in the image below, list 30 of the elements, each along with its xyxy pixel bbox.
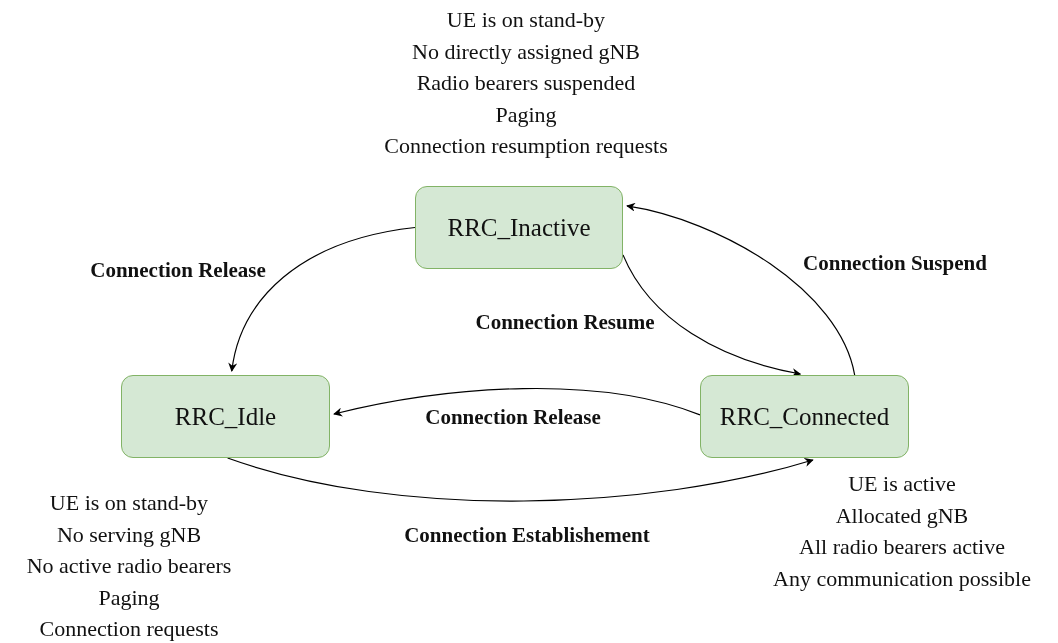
state-name: RRC_Inactive [447,213,591,242]
state-note: No serving gNB [56,520,202,549]
state-note: UE is on stand-by [446,6,606,34]
state-note: Allocated gNB [835,501,969,530]
state-box [121,375,330,458]
edge-label: Connection Resume [475,309,655,335]
state-box [700,375,909,458]
state-note: Connection resumption requests [384,132,668,160]
edge-label: Connection Release [425,404,601,430]
state-note: UE is on stand-by [49,489,209,517]
state-note: Radio bearers suspended [416,69,636,97]
state-note: Paging [98,583,160,612]
state-note: No active radio bearers [26,552,232,580]
edge-label: Connection Suspend [803,250,987,276]
state-name: RRC_Idle [174,402,277,431]
edge-label: Connection Release [90,257,266,283]
state-note: UE is active [848,470,956,498]
state-box [415,186,623,269]
edge-label: Connection Establishement [404,522,650,548]
state-name: RRC_Connected [719,402,890,431]
state-note: No directly assigned gNB [412,37,640,66]
state-note: All radio bearers active [799,533,1005,561]
transition-arrow [228,226,416,372]
state-note: Any communication possible [773,564,1031,593]
transition-arrow [626,203,856,376]
state-note: Connection requests [39,615,219,643]
transition-arrow [333,388,701,417]
transition-arrow [622,254,802,377]
state-note: Paging [495,100,557,129]
transition-arrow [227,457,814,502]
